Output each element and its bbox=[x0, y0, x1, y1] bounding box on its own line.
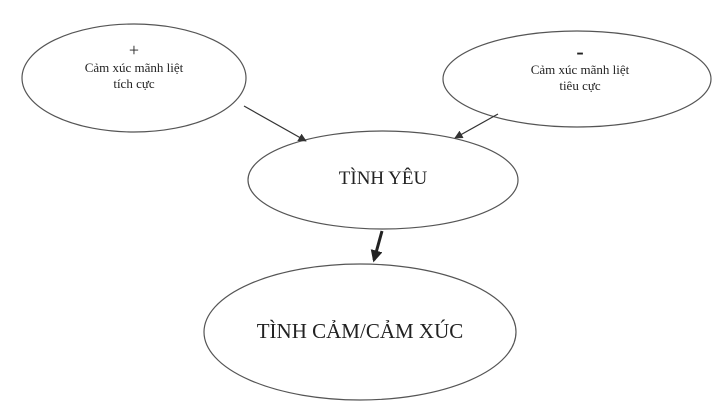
negative-line-2: tiêu cực bbox=[559, 78, 601, 93]
arrow-negative-to-love bbox=[454, 113, 499, 139]
emotion-ellipse bbox=[203, 263, 517, 401]
love-label: TÌNH YÊU bbox=[338, 168, 428, 189]
positive-line-1: Cảm xúc mãnh liệt bbox=[84, 60, 184, 75]
plus-sign: + bbox=[128, 40, 140, 60]
arrow-positive-to-love bbox=[243, 105, 307, 142]
positive-emotion-ellipse bbox=[21, 23, 247, 133]
minus-sign: - bbox=[576, 39, 584, 64]
arrow-love-to-emotion bbox=[370, 230, 384, 263]
negative-line-1: Cảm xúc mãnh liệt bbox=[530, 62, 630, 77]
love-ellipse bbox=[247, 130, 519, 230]
positive-line-2: tích cực bbox=[113, 76, 155, 91]
negative-emotion-label: - Cảm xúc mãnh liệt tiêu cực bbox=[500, 39, 660, 94]
positive-emotion-label: + Cảm xúc mãnh liệt tích cực bbox=[54, 40, 214, 92]
emotion-label: TÌNH CẢM/CẢM XÚC bbox=[256, 319, 464, 343]
negative-emotion-ellipse bbox=[442, 30, 712, 128]
